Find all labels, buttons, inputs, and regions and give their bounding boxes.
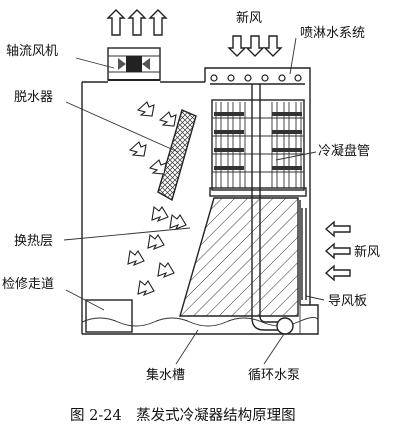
internal-airflow-arrows	[127, 101, 187, 297]
leader-lines	[63, 37, 325, 365]
circulating-pump	[276, 317, 294, 335]
label-fresh-air-top: 新风	[236, 10, 262, 26]
label-fill: 换热层	[14, 234, 53, 249]
spray-nozzles	[210, 74, 305, 85]
label-pump: 循环水泵	[248, 368, 300, 383]
exhaust-arrows	[106, 9, 168, 36]
maintenance-walkway	[85, 299, 133, 333]
fresh-air-top-arrows	[227, 35, 283, 57]
drift-eliminator	[157, 109, 197, 202]
label-walkway: 检修走道	[2, 277, 54, 292]
label-louver: 导风板	[328, 294, 367, 309]
label-fresh-air-side: 新风	[354, 244, 380, 260]
fill-layer	[179, 197, 299, 317]
label-basin: 集水槽	[146, 367, 185, 383]
label-coil: 冷凝盘管	[318, 143, 370, 159]
condenser-coil	[209, 99, 307, 197]
axial-fan	[107, 47, 161, 81]
water-basin	[81, 317, 319, 327]
figure-caption: 图 2-24 蒸发式冷凝器结构原理图	[70, 407, 296, 424]
label-eliminator: 脱水器	[14, 90, 53, 105]
label-spray-system: 喷淋水系统	[300, 26, 365, 41]
fresh-air-side-arrows	[324, 220, 351, 282]
label-axial-fan: 轴流风机	[6, 44, 58, 59]
air-louver	[301, 208, 307, 300]
